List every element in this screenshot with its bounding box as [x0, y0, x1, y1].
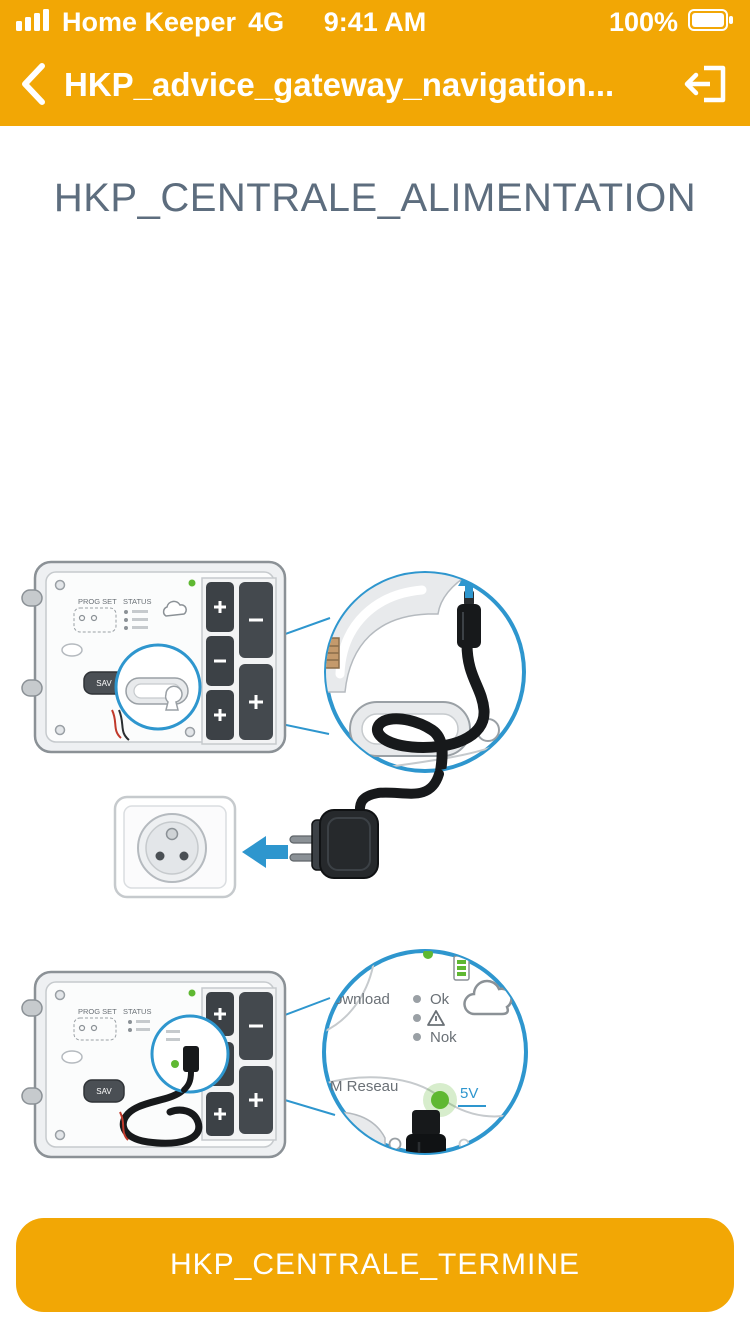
connector-plugged-small: [183, 1046, 199, 1072]
network-label: 4G: [248, 6, 285, 37]
screw: [54, 579, 66, 591]
screw: [54, 1129, 66, 1141]
download-label: ownload: [334, 991, 390, 1008]
nav-bar: HKP_advice_gateway_navigation...: [0, 44, 750, 126]
power-adapter: [289, 809, 379, 879]
cloud-icon: [463, 979, 513, 1016]
voltage-label: 5V: [460, 1085, 478, 1102]
installation-illustration: PROG SET STATUS SAV: [20, 552, 540, 1197]
screw: [54, 989, 66, 1001]
battery-percent: 100%: [608, 6, 678, 37]
power-cord: [354, 769, 444, 819]
ground-pin: [165, 827, 179, 841]
highlight-circle-top: [114, 643, 202, 731]
antenna-left-bottom: [21, 1087, 43, 1105]
gateway-back-panel-top: PROG SET STATUS SAV: [21, 560, 287, 754]
status-label: STATUS: [123, 1007, 151, 1016]
chevron-left-icon: [20, 62, 46, 109]
magnifier-led-status: ownload Ok Nok M Reseau: [322, 949, 528, 1155]
led-5v-small: [171, 1060, 179, 1068]
prog-set-label: PROG SET: [78, 597, 117, 606]
cloud-icon-small: [162, 600, 187, 617]
app-header: Home Keeper 4G 9:41 AM 100%: [0, 0, 750, 126]
wall-socket: [113, 795, 237, 899]
gateway-back-panel-bottom: PROG SET STATUS SAV: [21, 970, 287, 1159]
wire-red: [111, 709, 122, 739]
back-button[interactable]: [20, 62, 46, 109]
clock: 9:41 AM: [323, 6, 427, 37]
socket-hole: [179, 851, 189, 861]
power-led-enlarged-top: [423, 951, 433, 959]
antenna-left-top: [21, 999, 43, 1017]
socket-hole: [155, 851, 165, 861]
led-5v: [431, 1091, 449, 1109]
mount-slot: [61, 1050, 83, 1064]
status-label: STATUS: [123, 597, 151, 606]
screw: [54, 724, 66, 736]
plug-arrow-left: [242, 836, 288, 868]
antenna-left-bottom: [21, 679, 43, 697]
magnifier-cable-routing: [324, 571, 526, 773]
battery-compartment-top: [201, 577, 277, 745]
status-bar: Home Keeper 4G 9:41 AM 100%: [0, 0, 750, 44]
panel-label-cluster-top: PROG SET STATUS: [73, 597, 187, 633]
done-button[interactable]: HKP_CENTRALE_TERMINE: [16, 1218, 734, 1312]
sav-label: SAV: [96, 679, 112, 688]
connector-plugged-enlarged: [406, 1110, 446, 1153]
carrier-label: Home Keeper: [62, 6, 237, 37]
wire-red: [119, 1111, 129, 1141]
exit-button[interactable]: [680, 59, 730, 112]
highlight-circle-bottom: [150, 1014, 230, 1094]
battery-icon: [688, 7, 734, 38]
sav-label: SAV: [96, 1087, 112, 1096]
led-rows: Ok Nok: [413, 991, 457, 1046]
prog-set-label: PROG SET: [78, 1007, 117, 1016]
page-title: HKP_CENTRALE_ALIMENTATION: [53, 176, 697, 220]
mount-slot: [61, 643, 83, 657]
sav-button: SAV: [83, 1079, 125, 1103]
power-led-small: [188, 579, 196, 587]
exit-icon: [680, 59, 730, 112]
power-cable-enlarged: [372, 638, 490, 771]
wire-black: [118, 709, 130, 741]
panel-label-cluster-bottom: PROG SET STATUS: [73, 1007, 151, 1041]
antenna-left-top: [21, 589, 43, 607]
nav-title: HKP_advice_gateway_navigation...: [64, 66, 615, 103]
nok-label: Nok: [430, 1029, 457, 1046]
warning-icon: [427, 1010, 445, 1026]
power-led-small: [188, 989, 196, 997]
cable-keyhole: [164, 685, 183, 711]
screw: [184, 726, 196, 738]
signal-icon: [16, 7, 50, 38]
power-cable-plugged: [119, 1068, 203, 1147]
network-label-gsm: M Reseau: [330, 1078, 398, 1095]
ok-label: Ok: [430, 991, 450, 1008]
